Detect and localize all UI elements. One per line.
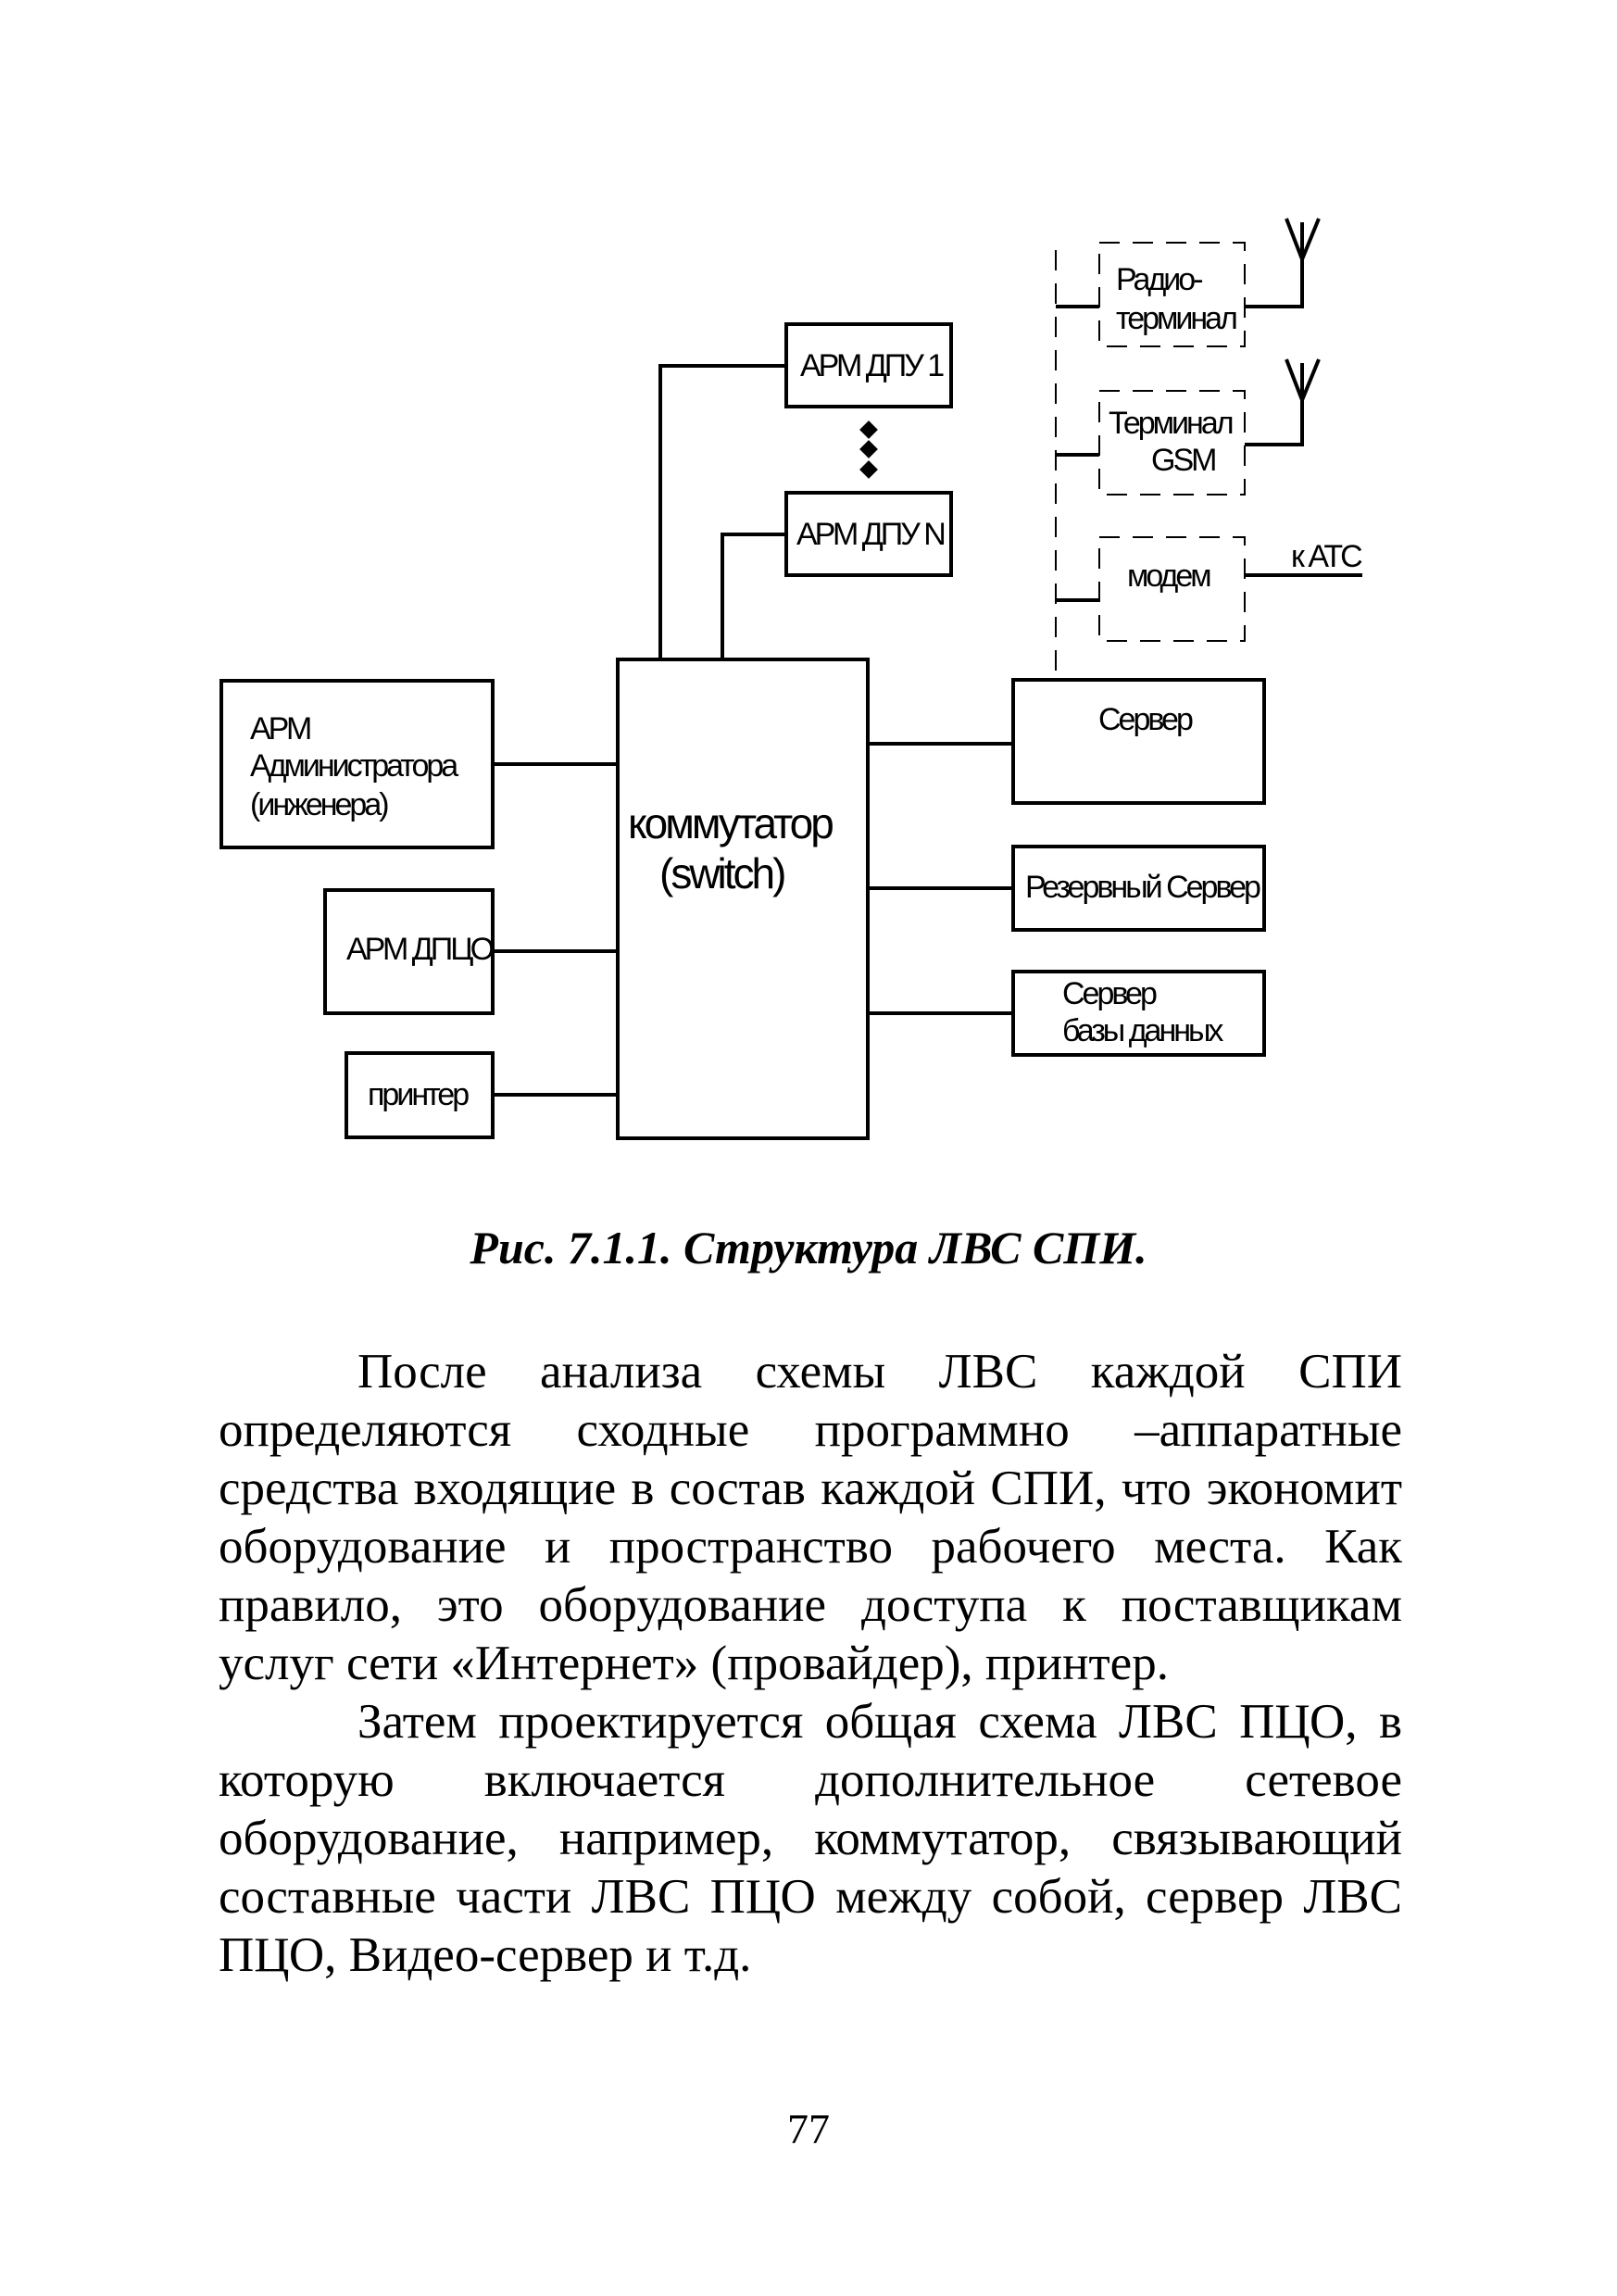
radio-terminal-box [1098,242,1246,347]
arm-dpco-label: АРМ ДПЦО [346,932,495,967]
page-number: 77 [787,2105,830,2152]
arm-admin-label-3: (инженера) [250,787,390,822]
arm-dpu-1-label: АРМ ДПУ 1 [800,348,945,383]
modem-label: модем [1127,558,1212,594]
link-switch-arm-dpu-n [721,533,786,659]
server-label: Сервер [1098,702,1194,737]
ellipsis-dots [859,420,878,479]
gsm-terminal-label-1: Терминал [1109,406,1235,441]
printer-label: принтер [368,1077,470,1112]
atc-label: к АТС [1291,539,1363,574]
lan-structure-diagram: Радио- терминал АРМ ДПУ 1 АРМ ДПУ N Терм… [219,218,1363,1140]
switch-label-2: (switch) [659,849,786,897]
reserve-server-label: Резервный Сервер [1025,870,1261,905]
paragraph: Затем проектируется общая схема ЛВС ПЦО,… [219,1695,1402,1982]
diagram-graphics [219,218,1362,1140]
server-box [1011,678,1266,805]
gsm-terminal-label-2: GSM [1151,443,1217,478]
modem-box [1098,536,1246,642]
body-text: После анализа схемы ЛВС каждой СПИ опред… [219,1343,1402,1985]
antenna-icon [1245,222,1304,308]
arm-admin-label-1: АРМ [250,711,312,747]
link-switch-arm-dpu-1 [658,364,786,659]
figure-caption: Рис. 7.1.1. Структура ЛВС СПИ. [470,1222,1147,1273]
radio-terminal-label-2: терминал [1116,301,1238,336]
antenna-icon [1245,363,1304,446]
db-server-label-1: Сервер [1062,976,1158,1011]
switch-box [616,658,870,1140]
switch-label-1: коммутатор [628,799,834,847]
arm-admin-label-2: Администратора [250,748,458,784]
db-server-label-2: базы данных [1062,1013,1223,1048]
paragraph: После анализа схемы ЛВС каждой СПИ опред… [219,1345,1402,1690]
radio-terminal-label-1: Радио- [1116,262,1204,297]
arm-dpu-n-label: АРМ ДПУ N [796,517,946,552]
gsm-terminal-box [1098,390,1246,496]
